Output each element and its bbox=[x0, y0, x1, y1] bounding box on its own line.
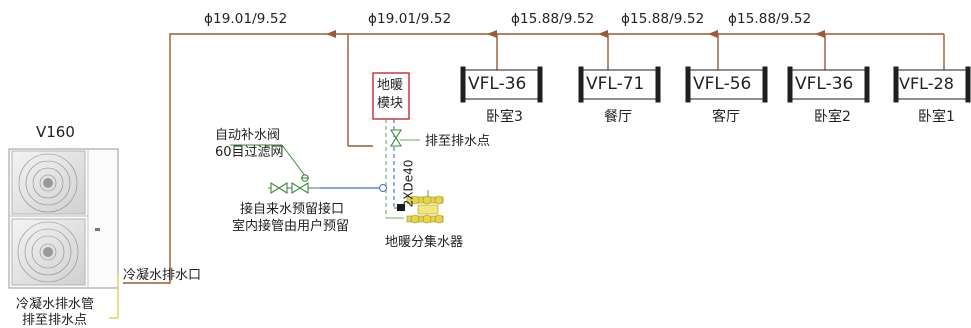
pipe-size-3: ϕ15.88/9.52 bbox=[511, 11, 595, 27]
indoor-unit-1 bbox=[460, 66, 543, 103]
pipe-size-4: ϕ15.88/9.52 bbox=[621, 11, 705, 27]
indoor-unit-2 bbox=[578, 66, 661, 103]
drain-point-label: 排至排水点 bbox=[425, 134, 491, 149]
inlet-valves bbox=[270, 174, 309, 194]
pipe-size-5: ϕ15.88/9.52 bbox=[728, 11, 812, 27]
inlet-label-1: 接自来水预留接口 bbox=[240, 202, 345, 217]
room-label-2: 餐厅 bbox=[604, 109, 632, 125]
indoor-unit-4 bbox=[787, 66, 870, 103]
drain-valve bbox=[390, 129, 402, 147]
condensate-pipe-label-1: 冷凝水排水管 bbox=[16, 297, 95, 312]
indoor-unit-model-2: VFL-71 bbox=[586, 74, 645, 94]
floor-heating-module bbox=[372, 72, 410, 120]
valve-label: 自动补水阀 bbox=[215, 128, 281, 143]
pipe-size-2: ϕ19.01/9.52 bbox=[368, 11, 452, 27]
room-label-1: 卧室3 bbox=[486, 109, 523, 125]
indoor-unit-model-5: VFL-28 bbox=[899, 74, 954, 93]
pipe-size-1: ϕ19.01/9.52 bbox=[204, 11, 288, 27]
room-label-5: 卧室1 bbox=[918, 109, 955, 125]
module-label-line2: 模块 bbox=[377, 96, 404, 111]
room-label-3: 客厅 bbox=[712, 109, 740, 125]
indoor-unit-model-4: VFL-36 bbox=[795, 74, 854, 94]
indoor-unit-model-1: VFL-36 bbox=[468, 74, 527, 94]
filter-label: 60目过滤网 bbox=[215, 145, 284, 160]
indoor-unit-model-3: VFL-56 bbox=[693, 74, 752, 94]
inlet-label-2: 室内接管由用户预留 bbox=[232, 219, 350, 234]
condensate-outlet-label: 冷凝水排水口 bbox=[123, 268, 202, 283]
outdoor-unit-model: V160 bbox=[36, 123, 75, 141]
indoor-unit-5 bbox=[893, 66, 971, 103]
condensate-pipe-label-2: 排至排水点 bbox=[22, 313, 88, 328]
outdoor-unit bbox=[8, 148, 119, 289]
condensate-drain-pipe bbox=[109, 274, 119, 319]
flow-arrows bbox=[326, 30, 825, 38]
refrigerant-pipe bbox=[123, 33, 945, 284]
indoor-unit-3 bbox=[685, 66, 768, 103]
room-label-4: 卧室2 bbox=[814, 109, 851, 125]
pipe-spec-label: 2XDe40 bbox=[401, 159, 416, 208]
module-label-line1: 地暖 bbox=[377, 78, 404, 93]
indoor-units bbox=[460, 66, 971, 103]
manifold-label: 地暖分集水器 bbox=[385, 235, 464, 250]
floor-heating-manifold bbox=[397, 190, 444, 224]
